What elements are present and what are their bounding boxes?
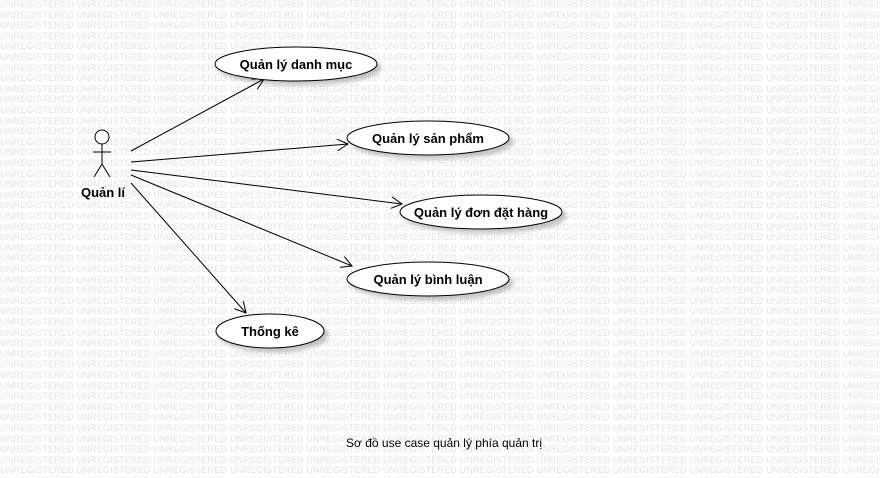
use-case-product[interactable]: Quản lý sản phẩm [346,120,510,156]
use-case-label: Quản lý đơn đặt hàng [414,205,548,220]
use-case-order[interactable]: Quản lý đơn đặt hàng [399,194,563,230]
use-case-ellipse [399,194,563,230]
actor-manager[interactable]: Quản lí [81,129,125,200]
actor-head [94,129,110,145]
use-case-ellipse [346,261,510,297]
association-order [130,169,402,204]
actor-label: Quản lí [81,185,125,200]
use-case-label: Thống kê [241,324,299,339]
use-case-stats[interactable]: Thống kê [215,313,325,349]
use-case-ellipse [346,120,510,156]
use-case-comment[interactable]: Quản lý bình luận [346,261,510,297]
association-comment [130,174,352,266]
use-case-label: Quản lý sản phẩm [372,131,484,146]
association-product [130,144,348,163]
use-case-ellipse [214,46,378,82]
association-stats [130,182,246,313]
use-case-category[interactable]: Quản lý danh mục [214,46,378,82]
use-case-label: Quản lý bình luận [373,272,482,287]
associations [130,79,402,313]
association-category [130,79,264,152]
use-case-ellipse [215,313,325,349]
actor-left-leg [93,163,103,178]
actor-right-leg [101,163,111,178]
use-case-label: Quản lý danh mục [240,57,353,72]
diagram-caption: Sơ đồ use case quản lý phía quản trị [346,436,542,450]
